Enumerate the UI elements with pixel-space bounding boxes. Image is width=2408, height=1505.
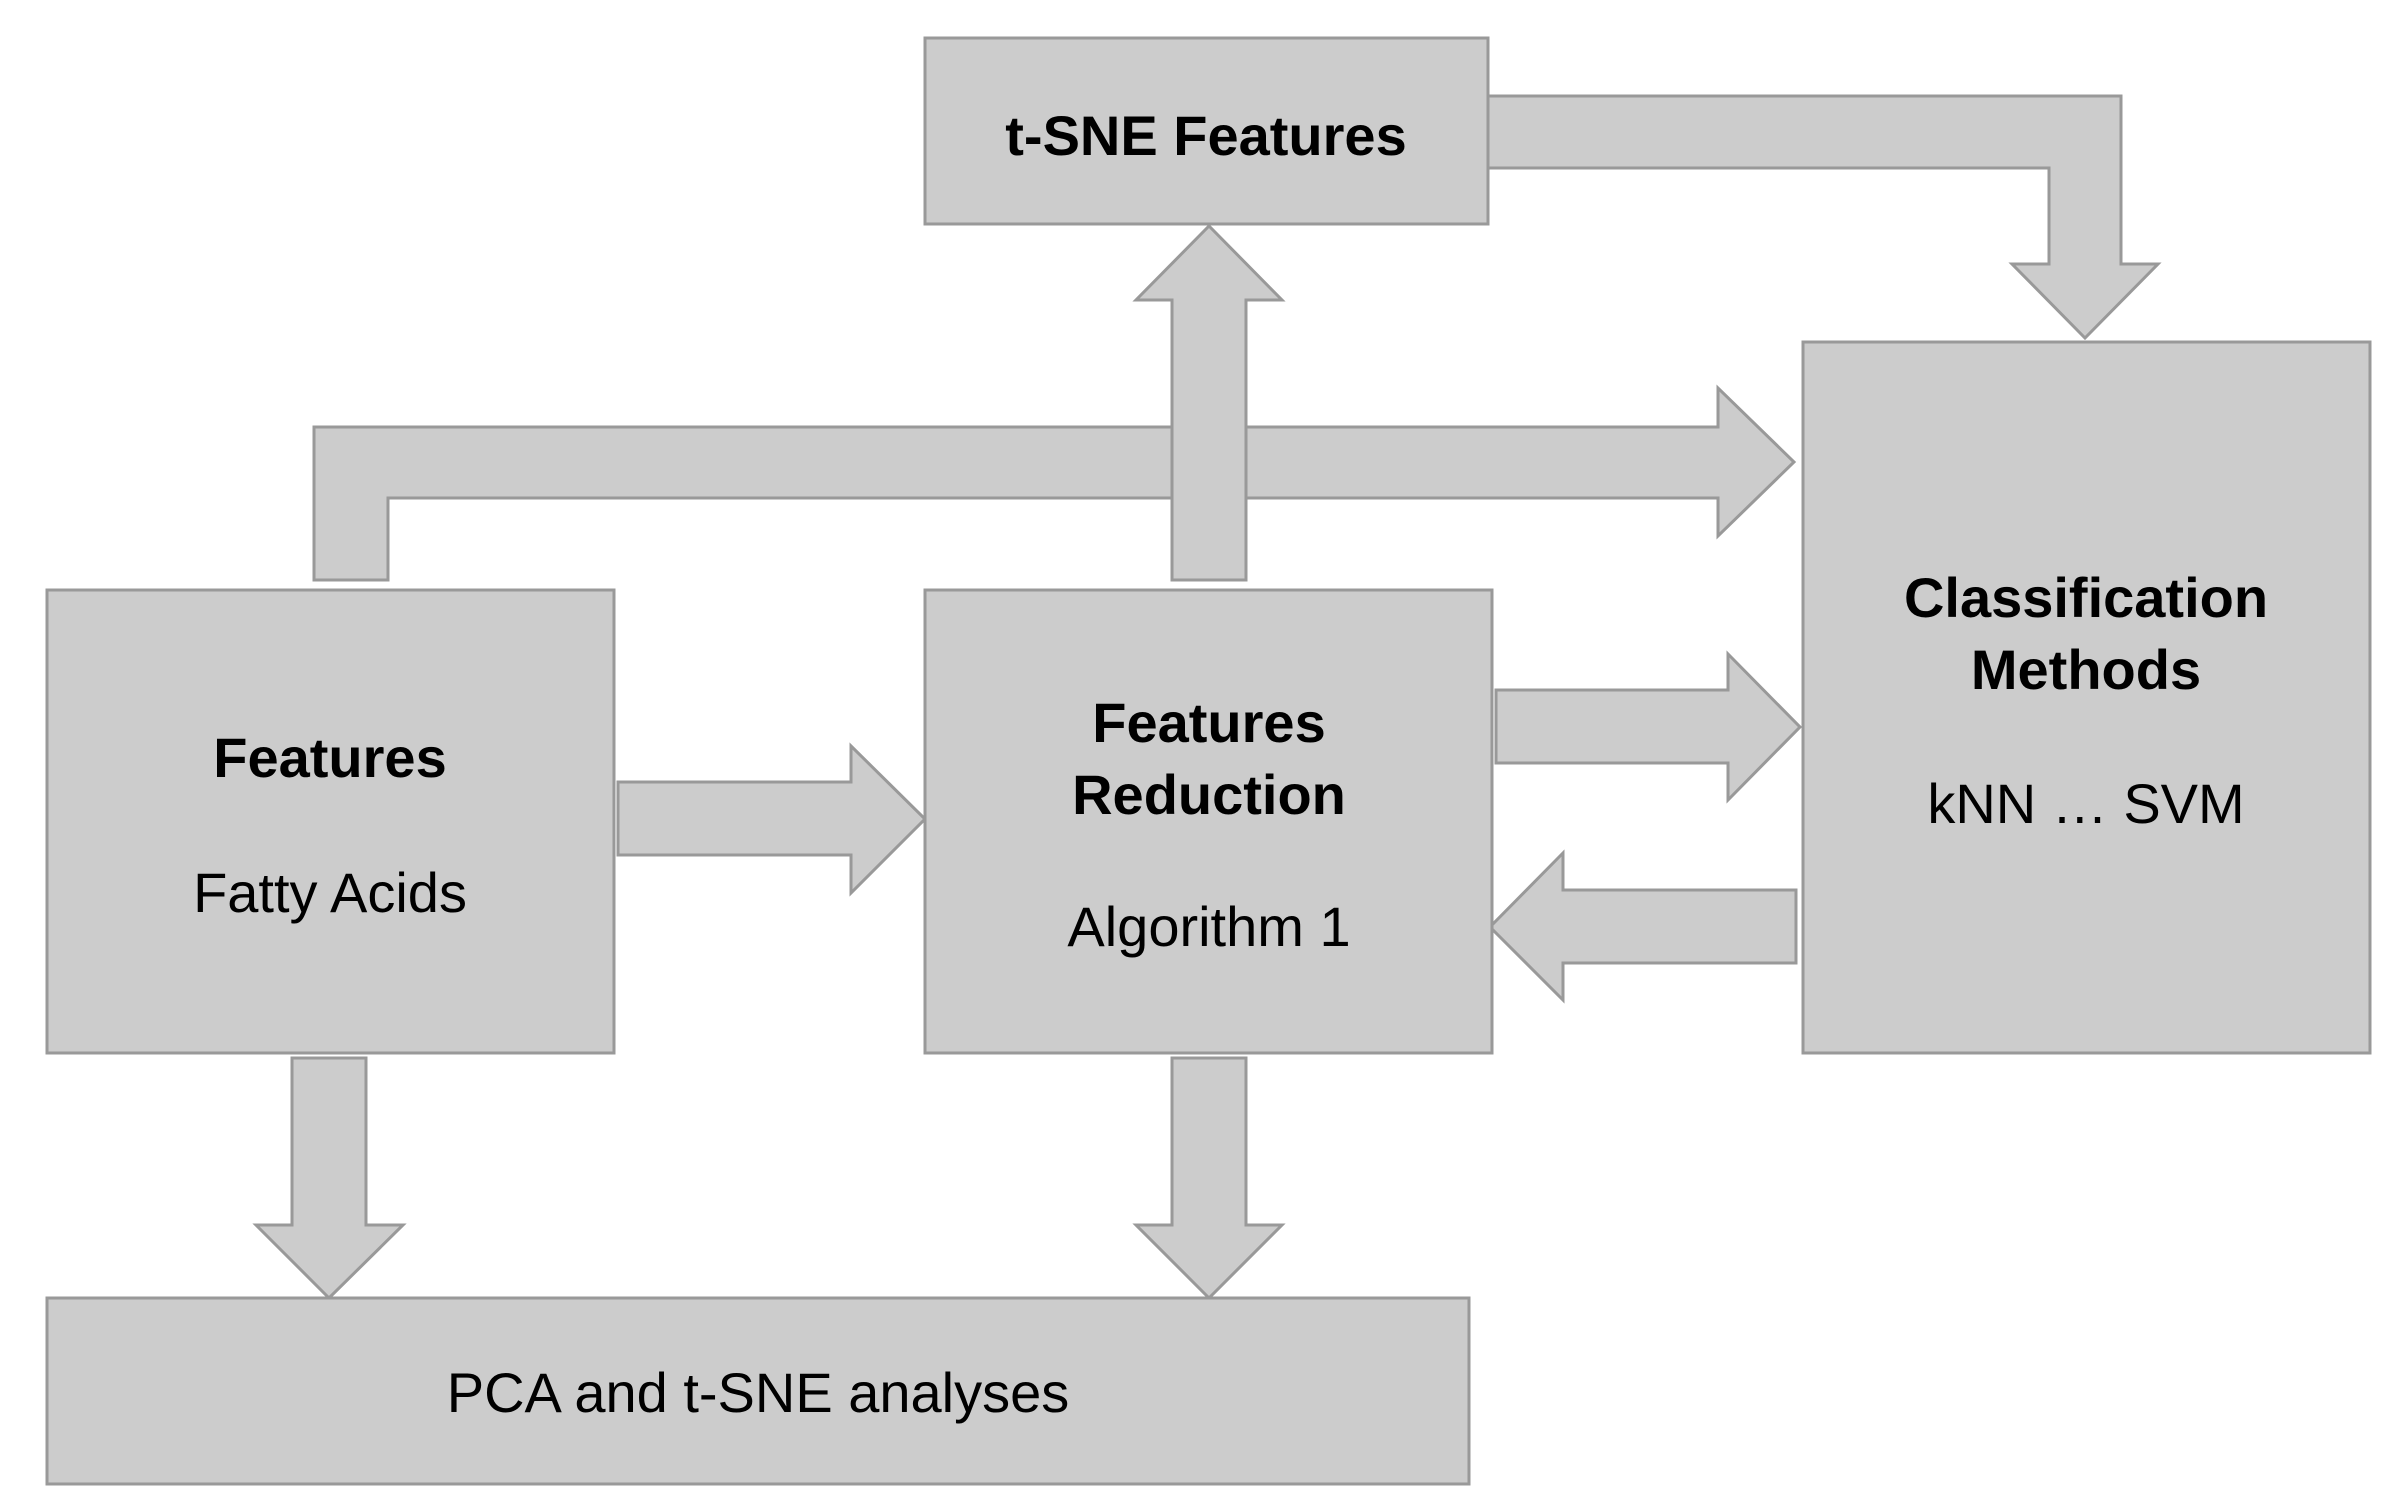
- node-features-reduction-title-line1: Features: [1092, 691, 1325, 754]
- node-pca-tsne-analyses: PCA and t-SNE analyses: [45, 1296, 1471, 1486]
- arrow-features-to-classification: [312, 384, 1797, 582]
- node-tsne-features: t-SNE Features: [923, 36, 1490, 226]
- node-pca-tsne-analyses-title: PCA and t-SNE analyses: [447, 1361, 1070, 1424]
- node-features-reduction-subtitle: Algorithm 1: [1067, 895, 1350, 958]
- node-features-subtitle: Fatty Acids: [193, 861, 467, 924]
- node-features-reduction: Features Reduction Algorithm 1: [923, 588, 1494, 1055]
- arrow-features-to-reduction: [616, 742, 928, 897]
- arrow-reduction-to-tsne: [1132, 223, 1286, 582]
- node-features-title: Features: [213, 726, 446, 789]
- node-features-reduction-title-line2: Reduction: [1072, 763, 1346, 826]
- arrow-reduction-to-classification: [1494, 650, 1803, 804]
- node-classification-methods: Classification Methods kNN … SVM: [1801, 340, 2372, 1055]
- arrow-reduction-to-analyses: [1132, 1056, 1286, 1301]
- node-classification-subtitle: kNN … SVM: [1927, 772, 2244, 835]
- node-classification-title-line2: Methods: [1971, 638, 2201, 701]
- arrow-classification-to-reduction: [1487, 849, 1798, 1004]
- node-features: Features Fatty Acids: [45, 588, 616, 1055]
- node-tsne-features-title: t-SNE Features: [1005, 104, 1406, 167]
- node-classification-title-line1: Classification: [1904, 566, 2268, 629]
- arrow-tsne-to-classification: [1486, 94, 2162, 341]
- arrow-features-to-analyses: [252, 1056, 407, 1301]
